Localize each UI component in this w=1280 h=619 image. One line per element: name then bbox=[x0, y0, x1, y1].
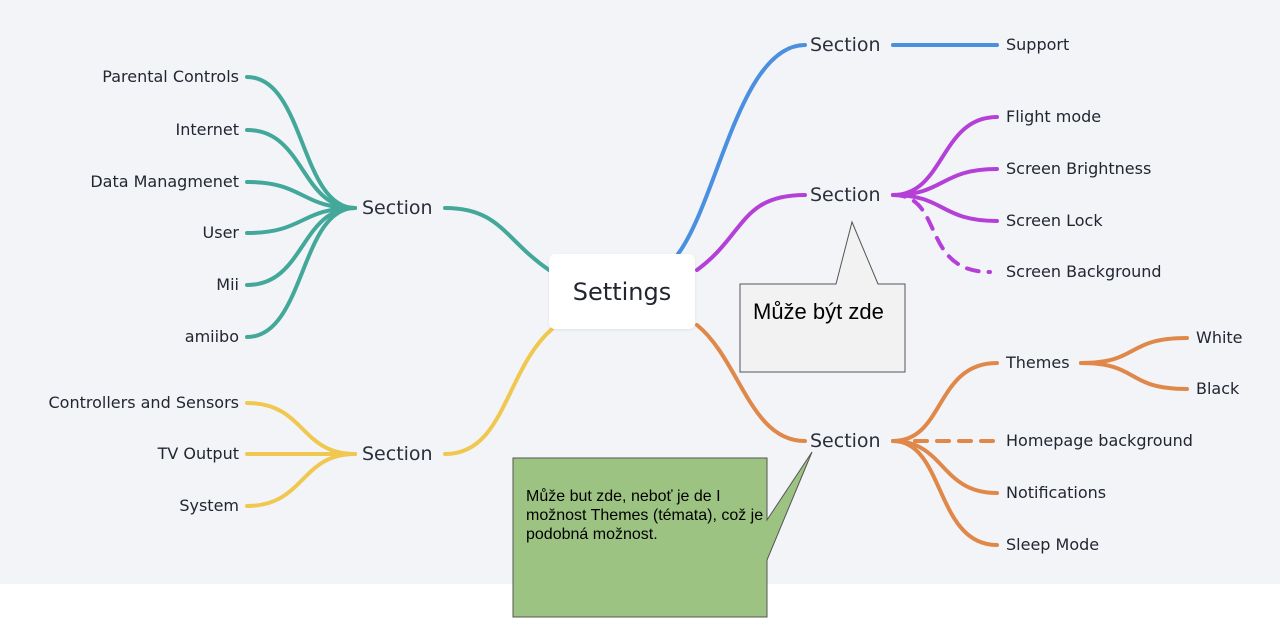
section-node-1[interactable]: Section bbox=[810, 34, 881, 56]
node-mii[interactable]: Mii bbox=[216, 275, 239, 294]
node-screen-background[interactable]: Screen Background bbox=[1006, 262, 1162, 281]
node-system[interactable]: System bbox=[179, 496, 239, 515]
node-homepage-background[interactable]: Homepage background bbox=[1006, 431, 1193, 450]
node-screen-lock[interactable]: Screen Lock bbox=[1006, 211, 1103, 230]
link-root-s4 bbox=[443, 206, 551, 272]
node-tv-output[interactable]: TV Output bbox=[157, 444, 239, 463]
node-themes[interactable]: Themes bbox=[1006, 353, 1070, 372]
link-root-s2 bbox=[695, 193, 807, 272]
callout-gray-shape bbox=[739, 220, 906, 373]
root-node-settings[interactable]: Settings bbox=[549, 254, 695, 329]
node-internet[interactable]: Internet bbox=[175, 120, 239, 139]
link-s5-controllers bbox=[245, 401, 357, 456]
link-themes-white bbox=[1079, 336, 1189, 365]
link-s3-themes bbox=[891, 361, 999, 443]
node-parental-controls[interactable]: Parental Controls bbox=[102, 67, 239, 86]
root-label: Settings bbox=[572, 277, 672, 306]
node-controllers-and-sensors[interactable]: Controllers and Sensors bbox=[48, 393, 240, 412]
section-node-3[interactable]: Section bbox=[810, 430, 881, 452]
node-black[interactable]: Black bbox=[1196, 379, 1240, 398]
node-sleep-mode[interactable]: Sleep Mode bbox=[1006, 535, 1100, 554]
link-s4-internet bbox=[245, 128, 357, 210]
section-node-5[interactable]: Section bbox=[362, 443, 433, 465]
link-themes-black bbox=[1079, 361, 1189, 391]
section-node-2[interactable]: Section bbox=[810, 184, 881, 206]
node-screen-brightness[interactable]: Screen Brightness bbox=[1006, 159, 1152, 178]
node-data-management[interactable]: Data Managmenet bbox=[90, 172, 239, 191]
node-flight-mode[interactable]: Flight mode bbox=[1006, 107, 1102, 126]
callout-green-text: Může but zde, neboť je de I možnost Them… bbox=[526, 488, 764, 543]
node-notifications[interactable]: Notifications bbox=[1006, 483, 1107, 502]
link-s2-flight bbox=[891, 115, 999, 197]
link-root-s3 bbox=[695, 323, 807, 443]
callout-gray-text: Může být zde bbox=[753, 299, 884, 324]
link-s2-background bbox=[891, 193, 992, 274]
node-user[interactable]: User bbox=[202, 223, 239, 242]
callout-green-shape bbox=[512, 451, 813, 618]
link-root-s5 bbox=[443, 327, 554, 456]
node-amiibo[interactable]: amiibo bbox=[184, 327, 239, 346]
section-node-4[interactable]: Section bbox=[362, 197, 433, 219]
link-s3-notifications bbox=[891, 439, 999, 495]
node-white[interactable]: White bbox=[1196, 328, 1243, 347]
link-s4-amiibo bbox=[245, 206, 357, 339]
link-s4-parental bbox=[245, 75, 357, 210]
link-s3-sleep bbox=[891, 439, 999, 547]
node-support[interactable]: Support bbox=[1006, 35, 1070, 54]
link-s2-lock bbox=[891, 193, 999, 223]
link-s5-system bbox=[245, 452, 357, 508]
link-root-s1 bbox=[676, 43, 807, 256]
